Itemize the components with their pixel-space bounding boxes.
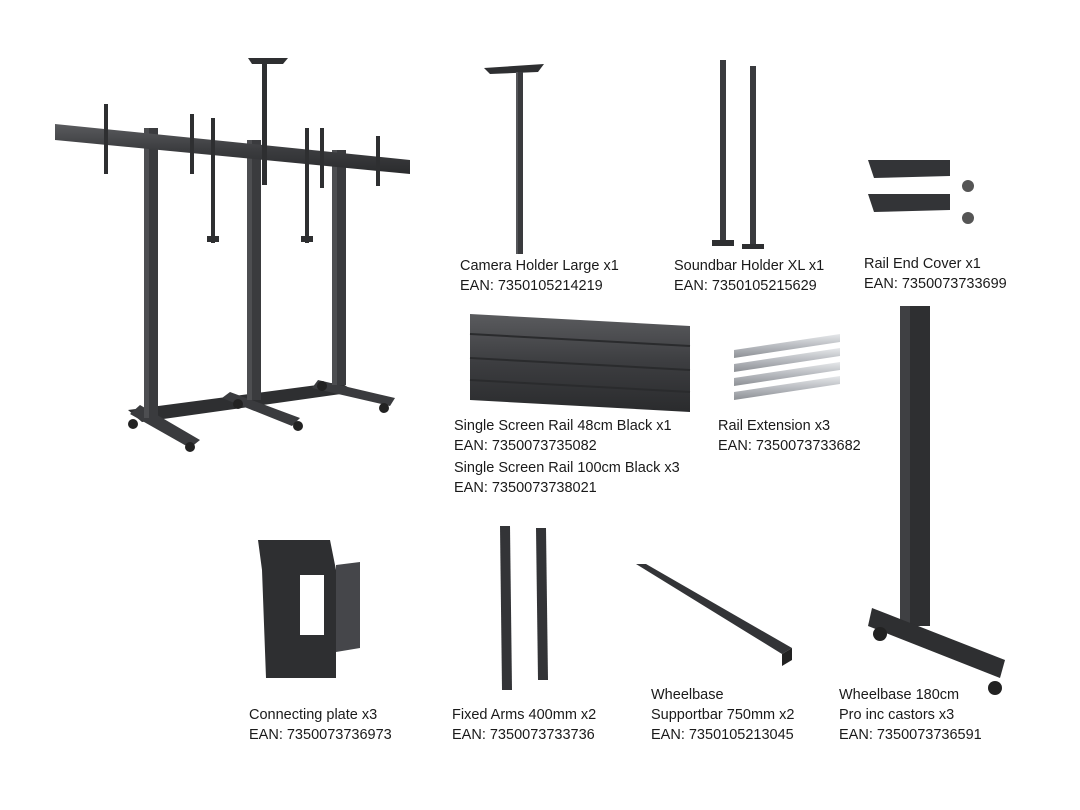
rail-extension-ean: EAN: 7350073733682: [718, 438, 861, 454]
rail-end-cover-label: Rail End Cover x1 EAN: 7350073733699: [864, 254, 1007, 294]
soundbar-holder-name: Soundbar Holder XL x1: [674, 258, 825, 274]
rail-extension-icon: [734, 334, 840, 400]
soundbar-holder-label: Soundbar Holder XL x1 EAN: 7350105215629: [674, 256, 824, 296]
wheelbase-ean: EAN: 7350073736591: [839, 727, 982, 743]
soundbar-holder-icon: [712, 60, 764, 249]
assembled-stand-icon: [55, 58, 410, 452]
connecting-plate-name: Connecting plate x3: [249, 707, 378, 723]
wheelbase-name-b: Pro inc castors x3: [839, 707, 955, 723]
supportbar-icon: [636, 564, 792, 666]
fixed-arms-icon: [500, 526, 548, 690]
connecting-plate-icon: [258, 540, 360, 678]
soundbar-holder-ean: EAN: 7350105215629: [674, 278, 817, 294]
rail-end-cover-icon: [868, 160, 974, 224]
camera-holder-icon: [484, 64, 544, 254]
single-rail-100-name: Single Screen Rail 100cm Black x3: [454, 460, 680, 476]
camera-holder-ean: EAN: 7350105214219: [460, 278, 603, 294]
connecting-plate-ean: EAN: 7350073736973: [249, 727, 392, 743]
fixed-arms-ean: EAN: 7350073733736: [452, 727, 595, 743]
single-rail-48-ean: EAN: 7350073735082: [454, 438, 597, 454]
rail-end-cover-name: Rail End Cover x1: [864, 256, 981, 272]
rail-extension-name: Rail Extension x3: [718, 418, 831, 434]
connecting-plate-label: Connecting plate x3 EAN: 7350073736973: [249, 705, 392, 745]
single-rail-48-name: Single Screen Rail 48cm Black x1: [454, 418, 672, 434]
supportbar-name-b: Supportbar 750mm x2: [651, 707, 795, 723]
rail-extension-label: Rail Extension x3 EAN: 7350073733682: [718, 416, 861, 456]
wheelbase-name: Wheelbase 180cm: [839, 687, 960, 703]
camera-holder-label: Camera Holder Large x1 EAN: 735010521421…: [460, 256, 619, 296]
single-rail-100-ean: EAN: 7350073738021: [454, 480, 597, 496]
camera-holder-name: Camera Holder Large x1: [460, 258, 619, 274]
screen-rail-icon: [469, 314, 691, 412]
supportbar-name: Wheelbase: [651, 687, 724, 703]
supportbar-ean: EAN: 7350105213045: [651, 727, 794, 743]
supportbar-label: Wheelbase Supportbar 750mm x2 EAN: 73501…: [651, 685, 794, 745]
wheelbase-label: Wheelbase 180cm Pro inc castors x3 EAN: …: [839, 685, 982, 745]
fixed-arms-name: Fixed Arms 400mm x2: [452, 707, 597, 723]
single-rail-label: Single Screen Rail 48cm Black x1 EAN: 73…: [454, 416, 680, 498]
wheelbase-icon: [868, 306, 1005, 695]
fixed-arms-label: Fixed Arms 400mm x2 EAN: 7350073733736: [452, 705, 596, 745]
rail-end-cover-ean: EAN: 7350073733699: [864, 276, 1007, 292]
